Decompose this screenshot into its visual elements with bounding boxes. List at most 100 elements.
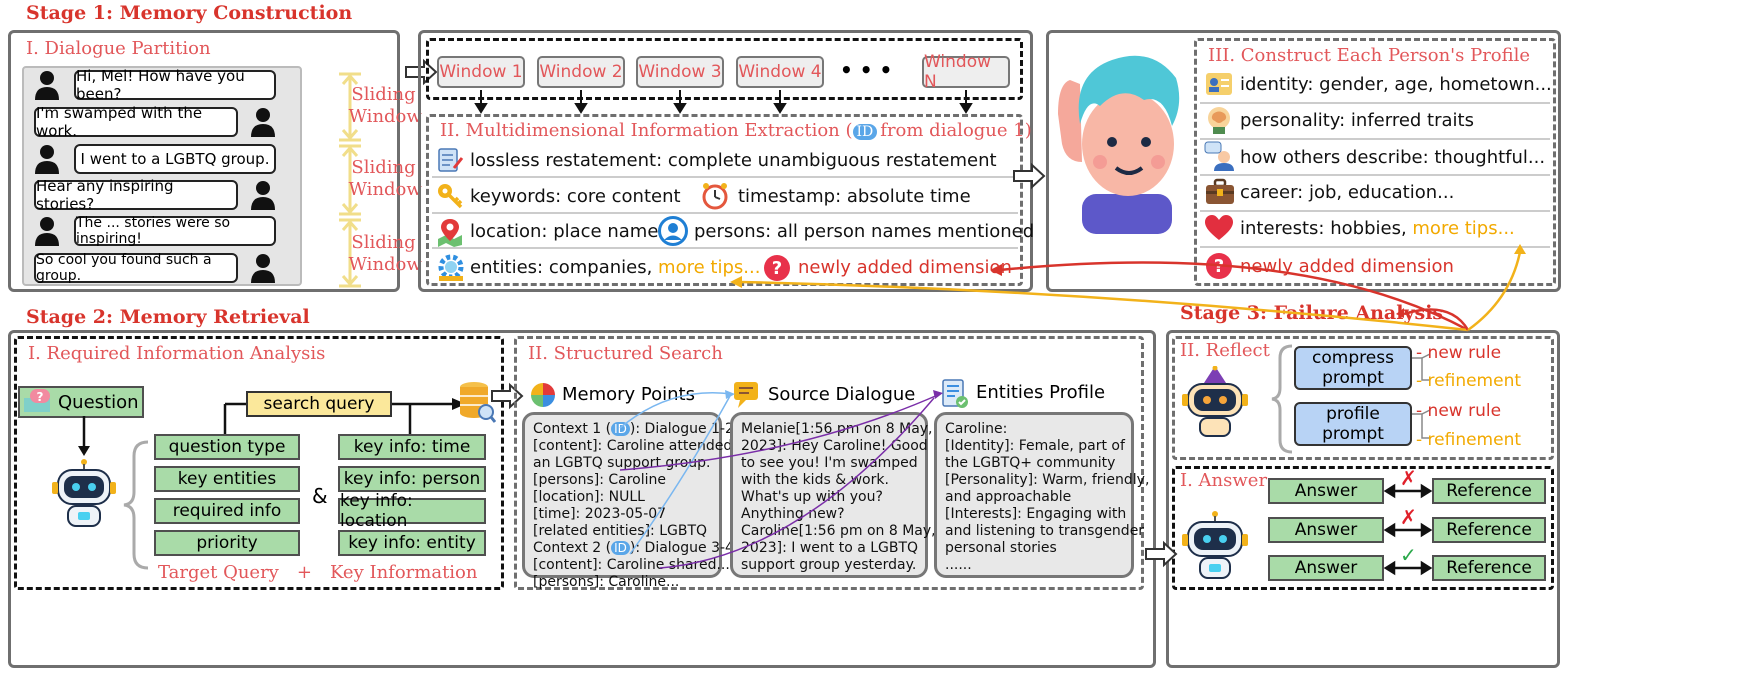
answer-box-2: Answer (1268, 517, 1384, 543)
chat-area (22, 66, 302, 286)
source-dialogue-box: Melanie[1:56 pm on 8 May, 2023]: Hey Car… (730, 412, 936, 578)
newly-added-dimension: newly added dimension (1240, 256, 1454, 277)
profile-box (1194, 38, 1556, 286)
id-card-icon (1206, 73, 1232, 95)
key-item: key info: entity (338, 530, 486, 556)
window-3: Window 3 (636, 56, 724, 88)
chat-bubble: Hear any inspiring stories? (34, 177, 238, 213)
brain-icon (1208, 107, 1230, 134)
compare-arrows (1384, 483, 1432, 576)
new-rule-label: - new rule (1416, 343, 1502, 363)
heart-icon (1205, 215, 1233, 240)
profile-line: Caroline: (945, 421, 1008, 437)
structured-search-title: II. Structured Search (528, 343, 723, 364)
entities-profile-label: Entities Profile (976, 382, 1106, 403)
dialogue-line: to see you! I'm swamped (741, 455, 918, 471)
key-item: key info: time (338, 434, 486, 460)
target-item: key entities (154, 466, 300, 492)
person-icon (35, 145, 59, 174)
dialogue-partition-title: I. Dialogue Partition (26, 38, 211, 59)
extraction-title: II. Multidimensional Information Extract… (440, 120, 1032, 141)
profile-line: [Identity]: Female, part of (945, 438, 1125, 454)
chat-icon: ? (24, 389, 50, 412)
windows-ellipsis: • • • (840, 58, 893, 82)
timestamp-row: timestamp: absolute time (738, 186, 971, 207)
arrow-right-icon (1145, 540, 1178, 568)
dialogue-line: 2023]: Hey Caroline! Good (741, 438, 928, 454)
chat-bubble: I went to a LGBTQ group. (74, 144, 276, 174)
dialogue-line: Anything new? (741, 506, 845, 522)
memory-line: [content]: Caroline shared... (533, 557, 730, 573)
robot-icon (52, 459, 116, 527)
query-tree-lines (223, 398, 466, 434)
stage1-title: Stage 1: Memory Construction (26, 2, 353, 24)
chat-bubble: I'm swamped with the work. (34, 104, 238, 140)
chat-bubble: So cool you found such a group. (34, 252, 238, 284)
memory-line: Context 1 (ID): Dialogue 1-2 (533, 421, 734, 437)
entities-row: entities: companies, more tips... (470, 257, 761, 278)
person-icon (35, 217, 59, 246)
window-4: Window 4 (736, 56, 824, 88)
career-row: career: job, education... (1240, 182, 1455, 203)
newly-added-dimension: newly added dimension (798, 257, 1012, 278)
profile-panel (1046, 30, 1561, 292)
structured-search-box (514, 336, 1144, 590)
bracket-lines (1412, 353, 1431, 439)
match-mark: ✓ (1400, 543, 1417, 567)
witch-robot-icon (1182, 366, 1248, 437)
persons-row: persons: all person names mentioned (694, 221, 1035, 242)
analysis-box (14, 336, 504, 590)
id-badge: ID (852, 124, 878, 140)
reference-box-2: Reference (1432, 517, 1546, 543)
more-tips: more tips... (658, 257, 761, 278)
ampersand: & (312, 484, 328, 508)
answer-box-3: Answer (1268, 555, 1384, 581)
analysis-title: I. Required Information Analysis (28, 343, 326, 364)
source-dialogue-label: Source Dialogue (768, 384, 916, 405)
more-tips: more tips... (1412, 218, 1515, 239)
chat-bubble: The ... stories were so inspiring! (74, 215, 276, 247)
memory-line: [related entities]: LGBTQ (533, 523, 708, 539)
dialogue-line: Caroline[1:56 pm on 8 May, (741, 523, 936, 539)
profile-title: III. Construct Each Person's Profile (1208, 45, 1531, 66)
key-item: key info: person (338, 466, 486, 492)
gear-icon (438, 254, 464, 281)
memory-line: Context 2 (ID): Dialogue 3-4 (533, 540, 734, 556)
extraction-box (426, 114, 1023, 286)
boy-character-icon (1058, 55, 1180, 234)
question-box (18, 386, 144, 418)
reference-box-1: Reference (1432, 478, 1546, 504)
dialogue-line: with the kids & work. (741, 472, 889, 488)
windows-box (426, 38, 1023, 100)
sliding-window-brackets (339, 72, 361, 288)
person-icon (251, 254, 275, 283)
arrow-right-icon (1013, 162, 1046, 190)
memory-line: [time]: 2023-05-07 (533, 506, 667, 522)
personality-row: personality: inferred traits (1240, 110, 1474, 131)
answer-box-1: Answer (1268, 478, 1384, 504)
memory-line: [persons]: Caroline (533, 472, 667, 488)
profile-line: [Personality]: Warm, friendly, (945, 472, 1150, 488)
person-icon (35, 71, 59, 100)
memory-retrieval-panel (8, 330, 1156, 668)
reflect-box (1172, 336, 1554, 460)
notepad-icon (438, 148, 464, 172)
memory-line: [location]: NULL (533, 489, 645, 505)
key-icon (438, 184, 463, 209)
link-arrows (619, 390, 943, 569)
refinement-label: - refinement (1416, 371, 1522, 391)
search-query-box: search query (246, 391, 392, 417)
speech-icon (1204, 141, 1234, 171)
window-2: Window 2 (537, 56, 625, 88)
arrow-down (78, 416, 90, 456)
target-item: question type (154, 434, 300, 460)
answer-title: I. Answer (1180, 470, 1268, 491)
others-describe-row: how others describe: thoughtful... (1240, 147, 1546, 168)
answer-box (1172, 466, 1554, 590)
extraction-panel (418, 30, 1033, 292)
profile-line: and listening to transgender (945, 523, 1145, 539)
